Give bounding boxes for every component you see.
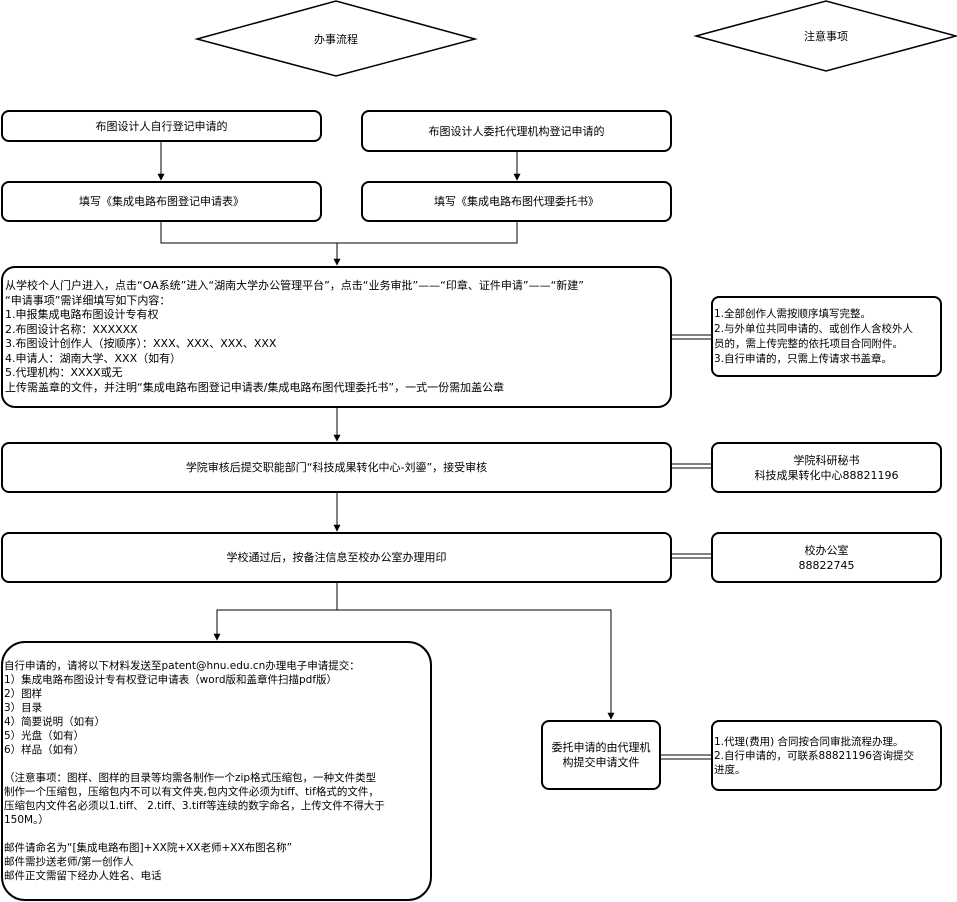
self-apply-label: 布图设计人自行登记申请的 bbox=[95, 119, 228, 133]
arrow-seal-to-agency-submit bbox=[337, 609, 615, 720]
college-contact-line: 科技成果转化中心88821196 bbox=[754, 468, 899, 482]
self-submit-line: 6）样品（如有） bbox=[4, 744, 85, 756]
oa-note-line: 2.与外单位共同申请的、或创作人含校外人 bbox=[714, 322, 914, 335]
self-submit-line: 5）光盘（如有） bbox=[4, 730, 85, 742]
agency-submit-line: 构提交申请文件 bbox=[562, 756, 640, 769]
oa-step-line: 1.申报集成电路布图设计专有权 bbox=[5, 308, 159, 321]
process-header-label: 办事流程 bbox=[314, 33, 358, 46]
notes-header-label: 注意事项 bbox=[804, 30, 848, 43]
school-seal-label: 学校通过后，按备注信息至校办公室办理用印 bbox=[226, 551, 447, 564]
oa-step-line: 上传需盖章的文件，并注明“集成电路布图登记申请表/集成电路布图代理委托书”，一式… bbox=[5, 380, 505, 394]
self-apply-box: 布图设计人自行登记申请的 bbox=[1, 110, 322, 142]
self-submit-box: 自行申请的，请将以下材料发送至patent@hnu.edu.cn办理电子申请提交… bbox=[1, 641, 432, 901]
agency-note-box: 1.代理(费用) 合同按合同审批流程办理。 2.自行申请的，可联系8882119… bbox=[711, 720, 942, 791]
notes-header-diamond bbox=[693, 0, 957, 72]
agency-note-line: 2.自行申请的，可联系88821196咨询提交 bbox=[714, 749, 914, 762]
oa-note-box: 1.全部创作人需按顺序填写完整。 2.与外单位共同申请的、或创作人含校外人 员的… bbox=[711, 296, 942, 377]
oa-step-box: 从学校个人门户进入，点击“OA系统”进入“湖南大学办公管理平台”，点击“业务审批… bbox=[1, 266, 672, 408]
oa-note-line: 3.自行申请的，只需上传请求书盖章。 bbox=[714, 352, 893, 365]
self-submit-line: 4）简要说明（如有） bbox=[4, 716, 106, 728]
self-submit-line: 压缩包内文件名必须以1.tiff、 2.tiff、3.tiff等连续的数字命名，… bbox=[4, 800, 385, 812]
self-submit-line: 制作一个压缩包，压缩包内不可以有文件夹,包内文件必须为tiff、tif格式的文件… bbox=[4, 786, 379, 798]
oa-step-line: 2.布图设计名称：XXXXXX bbox=[5, 322, 138, 336]
office-contact-line: 校办公室 bbox=[804, 543, 849, 557]
agency-form-box: 填写《集成电路布图代理委托书》 bbox=[361, 181, 672, 222]
college-contact-line: 学院科研秘书 bbox=[793, 453, 860, 467]
college-review-label: 学院审核后提交职能部门“科技成果转化中心-刘鎏”，接受审核 bbox=[185, 461, 488, 474]
oa-step-line: 从学校个人门户进入，点击“OA系统”进入“湖南大学办公管理平台”，点击“业务审批… bbox=[5, 279, 584, 292]
agency-form-label: 填写《集成电路布图代理委托书》 bbox=[434, 195, 599, 208]
office-contact-line: 88822745 bbox=[798, 558, 855, 572]
agency-apply-box: 布图设计人委托代理机构登记申请的 bbox=[361, 110, 672, 152]
link-oa-note bbox=[672, 334, 711, 340]
self-submit-line: 邮件请命名为“[集成电路布图]+XX院+XX老师+XX布图名称” bbox=[4, 842, 293, 854]
arrow-seal-to-self-submit bbox=[213, 609, 337, 641]
oa-step-line: 3.布图设计创作人（按顺序）：XXX、XXX、XXX、XXX bbox=[5, 337, 277, 350]
link-seal-contact bbox=[672, 553, 711, 559]
oa-step-line: 5.代理机构：XXXX或无 bbox=[5, 366, 123, 379]
college-review-box: 学院审核后提交职能部门“科技成果转化中心-刘鎏”，接受审核 bbox=[1, 442, 672, 493]
self-submit-line: 邮件需抄送老师/第一创作人 bbox=[4, 856, 134, 868]
self-submit-line bbox=[4, 757, 430, 771]
oa-note-line: 1.全部创作人需按顺序填写完整。 bbox=[714, 307, 872, 320]
self-submit-line: 邮件正文需留下经办人姓名、电话 bbox=[4, 870, 162, 882]
self-form-label: 填写《集成电路布图登记申请表》 bbox=[79, 195, 244, 208]
agency-note-line: 进度。 bbox=[714, 763, 746, 776]
agency-note-line: 1.代理(费用) 合同按合同审批流程办理。 bbox=[714, 735, 904, 748]
oa-note-line: 员的，需上传完整的依托项目合同附件。 bbox=[714, 337, 903, 350]
link-review-contact bbox=[672, 463, 711, 469]
self-submit-line: 1）集成电路布图设计专有权登记申请表（word版和盖章件扫描pdf版） bbox=[4, 674, 338, 686]
self-submit-line: （注意事项：图样、图样的目录等均需各制作一个zip格式压缩包，一种文件类型 bbox=[4, 772, 377, 784]
self-form-box: 填写《集成电路布图登记申请表》 bbox=[1, 181, 322, 222]
agency-submit-line: 委托申请的由代理机 bbox=[551, 741, 651, 754]
school-seal-box: 学校通过后，按备注信息至校办公室办理用印 bbox=[1, 532, 672, 583]
oa-step-line: 4.申请人：湖南大学、XXX（如有） bbox=[5, 351, 182, 365]
office-contact-box: 校办公室 88822745 bbox=[711, 532, 942, 583]
agency-apply-label: 布图设计人委托代理机构登记申请的 bbox=[428, 124, 605, 138]
link-agency-note bbox=[661, 754, 711, 760]
self-submit-line: 自行申请的，请将以下材料发送至patent@hnu.edu.cn办理电子申请提交… bbox=[4, 660, 360, 672]
agency-submit-box: 委托申请的由代理机 构提交申请文件 bbox=[541, 720, 661, 790]
college-contact-box: 学院科研秘书 科技成果转化中心88821196 bbox=[711, 442, 942, 493]
process-header-diamond bbox=[194, 0, 478, 77]
self-submit-line: 3）目录 bbox=[4, 702, 43, 714]
self-submit-line: 2）图样 bbox=[4, 688, 43, 700]
merge-connector bbox=[160, 221, 518, 244]
self-submit-line: 150M。） bbox=[4, 814, 49, 826]
oa-step-line: “申请事项”需详细填写如下内容： bbox=[5, 293, 171, 307]
self-submit-line bbox=[4, 827, 430, 841]
